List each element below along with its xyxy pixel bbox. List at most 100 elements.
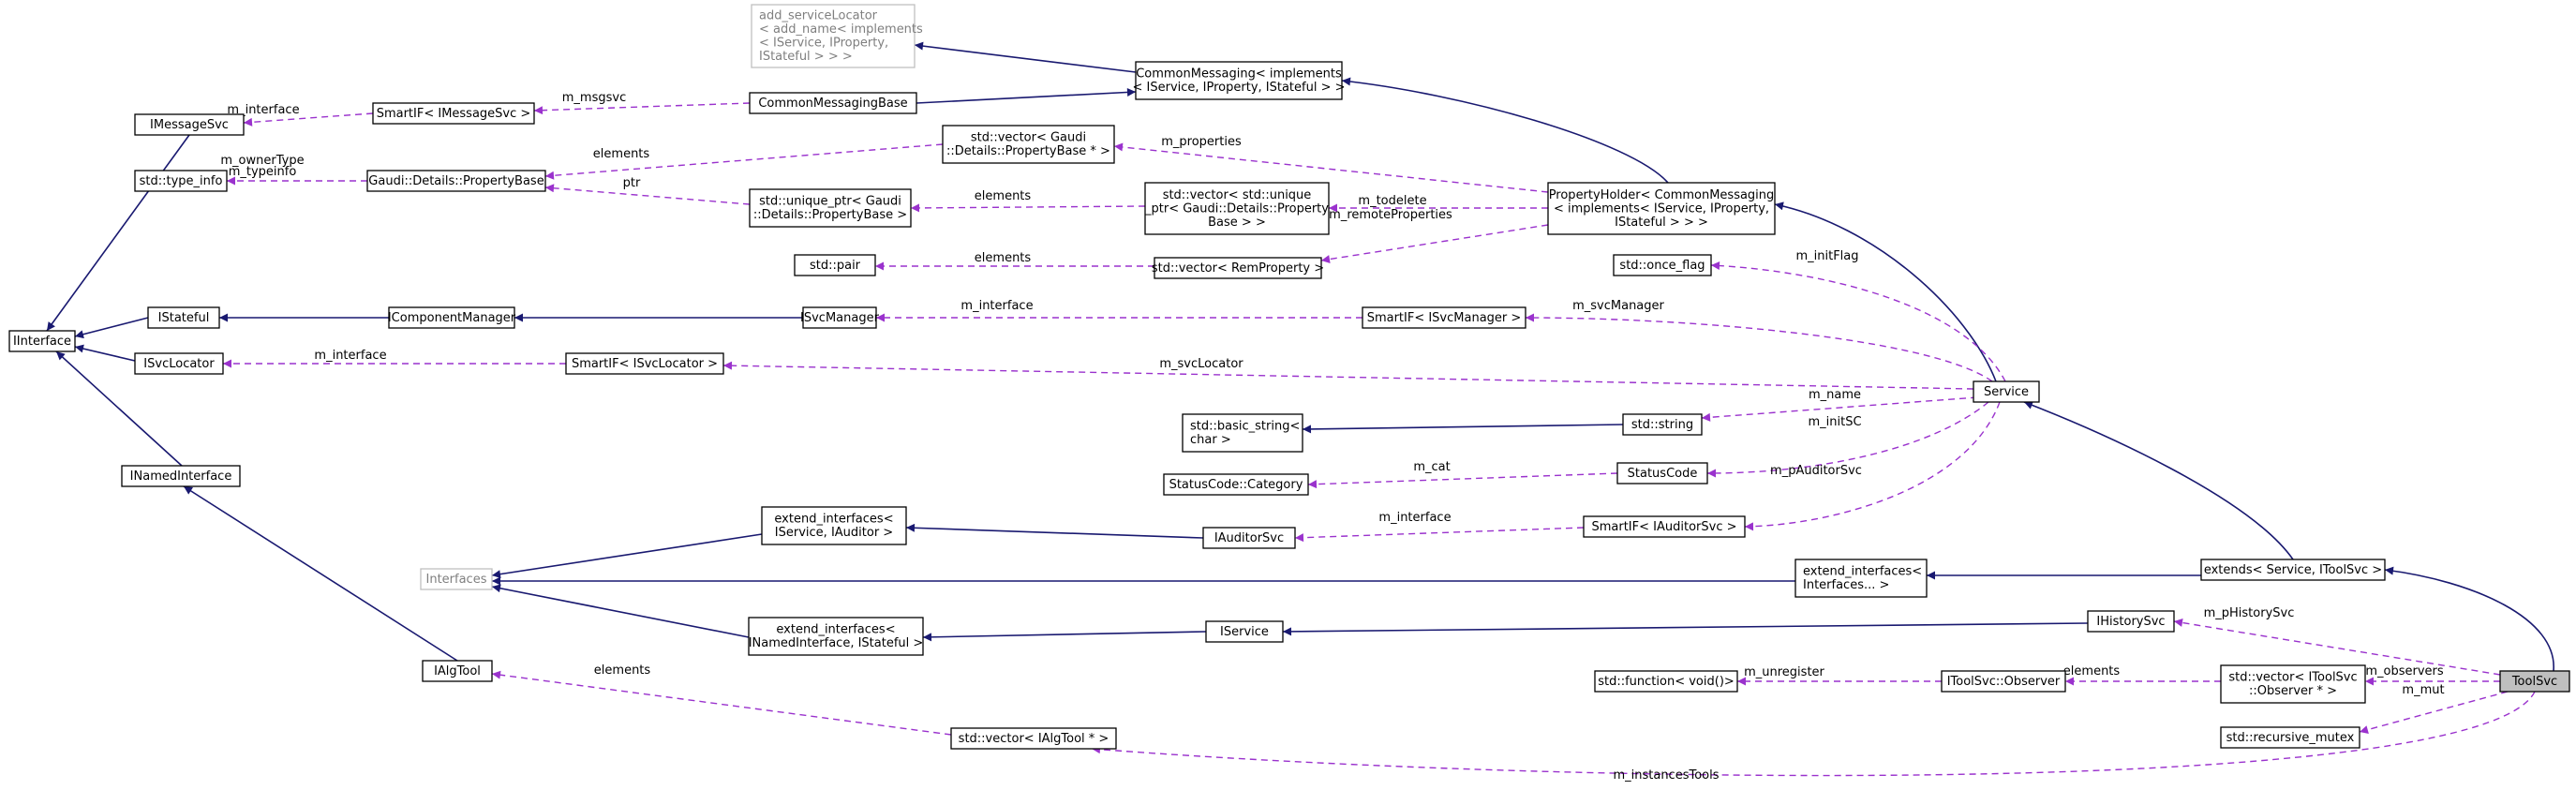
- edge-extend-interfaces-inamedinterface-istateful-to-interfaces: [491, 584, 750, 638]
- node-std-function[interactable]: std::function< void()>: [1594, 670, 1738, 693]
- node-icomponentmanager[interactable]: IComponentManager: [388, 306, 516, 329]
- node-label: IStateful > > >: [759, 50, 853, 64]
- edge-commonmessaging-to-add-servicelocator: [914, 41, 1137, 73]
- node-label: ::Details::PropertyBase >: [753, 208, 907, 222]
- node-box: [1154, 257, 1322, 279]
- edge-toolsvc-to-std-vector-ialgtool: [1091, 691, 2536, 777]
- node-std-string[interactable]: std::string: [1622, 413, 1703, 436]
- node-service[interactable]: Service: [1973, 380, 2040, 403]
- edge-label-e11: m_todelete: [1358, 194, 1426, 208]
- node-label: std::type_info: [140, 174, 223, 188]
- edge-std-string-to-std-basic-string: [1302, 424, 1624, 434]
- node-box: [802, 306, 877, 329]
- node-iservice[interactable]: IService: [1205, 620, 1284, 643]
- node-statuscode-category[interactable]: StatusCode::Category: [1163, 473, 1309, 496]
- node-smartif-iauditorsvc[interactable]: SmartIF< IAuditorSvc >: [1583, 515, 1746, 538]
- node-label: < IService, IProperty,: [759, 37, 888, 51]
- node-std-vector-unique-ptr[interactable]: std::vector< std::unique_ptr< Gaudi::Det…: [1144, 182, 1330, 235]
- edge-service-to-std-string: [1701, 396, 1978, 422]
- node-std-vector-propertybase-ptr[interactable]: std::vector< Gaudi::Details::PropertyBas…: [942, 125, 1115, 164]
- node-commonmessaging[interactable]: CommonMessaging< implements< IService, I…: [1133, 61, 1346, 100]
- edge-std-vector-unique-ptr-to-std-unique-ptr-propertybase: [910, 203, 1146, 213]
- node-label: char >: [1190, 433, 1231, 447]
- node-label: SmartIF< ISvcManager >: [1367, 311, 1522, 325]
- node-std-once-flag[interactable]: std::once_flag: [1613, 254, 1712, 276]
- node-label: IStateful: [158, 311, 210, 325]
- edge-std-vector-ialgtool-to-ialgtool: [491, 670, 952, 736]
- edge-service-to-statuscode: [1706, 401, 1989, 478]
- node-std-basic-string[interactable]: std::basic_string<char >: [1182, 413, 1303, 453]
- node-propertyholder[interactable]: PropertyHolder< CommonMessaging< impleme…: [1547, 182, 1776, 235]
- edge-label-e45: m_unregister: [1744, 665, 1824, 679]
- node-ihistorysvc[interactable]: IHistorySvc: [2087, 610, 2175, 633]
- node-iinterface[interactable]: IInterface: [8, 330, 76, 352]
- node-label: < IService, IProperty, IStateful > >: [1133, 81, 1346, 95]
- node-box: [1616, 462, 1708, 484]
- node-isvclocator[interactable]: ISvcLocator: [134, 352, 224, 375]
- node-smartif-isvclocator[interactable]: SmartIF< ISvcLocator >: [565, 352, 724, 375]
- edge-service-to-propertyholder: [1774, 201, 1997, 382]
- node-std-vector-remproperty[interactable]: std::vector< RemProperty >: [1152, 257, 1324, 279]
- node-commonmessagingbase[interactable]: CommonMessagingBase: [749, 92, 917, 114]
- node-label: std::recursive_mutex: [2226, 731, 2355, 745]
- node-box: [751, 4, 916, 68]
- edge-isvclocator-to-iinterface: [74, 344, 136, 362]
- node-extends-service-itoolsvc[interactable]: extends< Service, IToolSvc >: [2200, 559, 2386, 581]
- node-std-type-info[interactable]: std::type_info: [134, 170, 228, 192]
- node-label: IHistorySvc: [2096, 615, 2165, 629]
- edge-toolsvc-to-std-recursive-mutex: [2359, 691, 2509, 734]
- node-smartif-isvcmanager[interactable]: SmartIF< ISvcManager >: [1362, 306, 1526, 329]
- node-box: [2220, 726, 2360, 749]
- node-iauditorsvc[interactable]: IAuditorSvc: [1202, 527, 1296, 549]
- node-std-vector-ialgtool[interactable]: std::vector< IAlgTool * >: [950, 727, 1117, 750]
- node-toolsvc[interactable]: ToolSvc: [2499, 670, 2570, 693]
- node-istateful[interactable]: IStateful: [147, 306, 220, 329]
- edge-label-e25: m_svcLocator: [1159, 357, 1243, 371]
- node-smartif-imessagesvc[interactable]: SmartIF< IMessageSvc >: [372, 102, 535, 125]
- node-label: CommonMessagingBase: [758, 97, 907, 111]
- edge-label-e9: ptr: [623, 176, 641, 190]
- node-label: ::Observer * >: [2249, 684, 2337, 698]
- node-label: extend_interfaces<: [776, 623, 895, 637]
- node-add-servicelocator[interactable]: add_serviceLocator< add_name< implements…: [751, 4, 923, 68]
- node-label: IStateful > > >: [1615, 216, 1708, 230]
- node-extend-interfaces-interfaces[interactable]: extend_interfaces<Interfaces... >: [1794, 559, 1928, 598]
- edge-label-e48: elements: [594, 663, 651, 678]
- node-interfaces[interactable]: Interfaces: [420, 568, 493, 590]
- node-extend-interfaces-iservice-iauditor[interactable]: extend_interfaces<IService, IAuditor >: [761, 506, 907, 545]
- node-ialgtool[interactable]: IAlgTool: [422, 660, 493, 682]
- node-label: extend_interfaces<: [774, 513, 893, 527]
- node-box: [388, 306, 515, 329]
- node-label: SmartIF< ISvcLocator >: [572, 357, 718, 371]
- node-std-unique-ptr-propertybase[interactable]: std::unique_ptr< Gaudi::Details::Propert…: [749, 188, 912, 228]
- node-label: std::unique_ptr< Gaudi: [759, 195, 901, 209]
- node-label: std::once_flag: [1619, 259, 1705, 273]
- node-box: [761, 506, 907, 545]
- edge-toolsvc-to-ihistorysvc: [2173, 619, 2501, 676]
- node-isvcmanager[interactable]: ISvcManager: [800, 306, 880, 329]
- node-label: PropertyHolder< CommonMessaging: [1549, 188, 1775, 202]
- node-label: std::pair: [810, 259, 861, 273]
- node-itoolsvc-observer[interactable]: IToolSvc::Observer: [1941, 670, 2066, 693]
- edge-label-e24: m_svcManager: [1572, 299, 1664, 313]
- node-box: [1205, 620, 1284, 643]
- node-std-vector-observer[interactable]: std::vector< IToolSvc::Observer * >: [2220, 664, 2366, 704]
- node-propertybase[interactable]: Gaudi::Details::PropertyBase: [366, 170, 546, 192]
- node-std-recursive-mutex[interactable]: std::recursive_mutex: [2220, 726, 2360, 749]
- node-label: StatusCode: [1628, 467, 1698, 481]
- node-statuscode[interactable]: StatusCode: [1616, 462, 1708, 484]
- node-label: < add_name< implements: [759, 22, 923, 37]
- node-label: Base > >: [1208, 216, 1266, 230]
- node-box: [1144, 182, 1330, 235]
- node-box: [748, 617, 924, 656]
- node-std-pair[interactable]: std::pair: [794, 254, 876, 276]
- edge-extends-service-itoolsvc-to-service: [2023, 401, 2294, 560]
- node-extend-interfaces-inamedinterface-istateful[interactable]: extend_interfaces<INamedInterface, IStat…: [748, 617, 924, 656]
- edge-commonmessagingbase-to-smartif-imessagesvc: [533, 102, 751, 115]
- node-imessagesvc[interactable]: IMessageSvc: [134, 113, 245, 136]
- edge-label-e43: m_observers: [2365, 664, 2444, 678]
- edge-toolsvc-to-extends-service-itoolsvc: [2384, 566, 2554, 672]
- node-box: [942, 125, 1115, 164]
- edge-propertyholder-to-commonmessaging: [1341, 77, 1669, 184]
- node-inamedinterface[interactable]: INamedInterface: [121, 465, 241, 487]
